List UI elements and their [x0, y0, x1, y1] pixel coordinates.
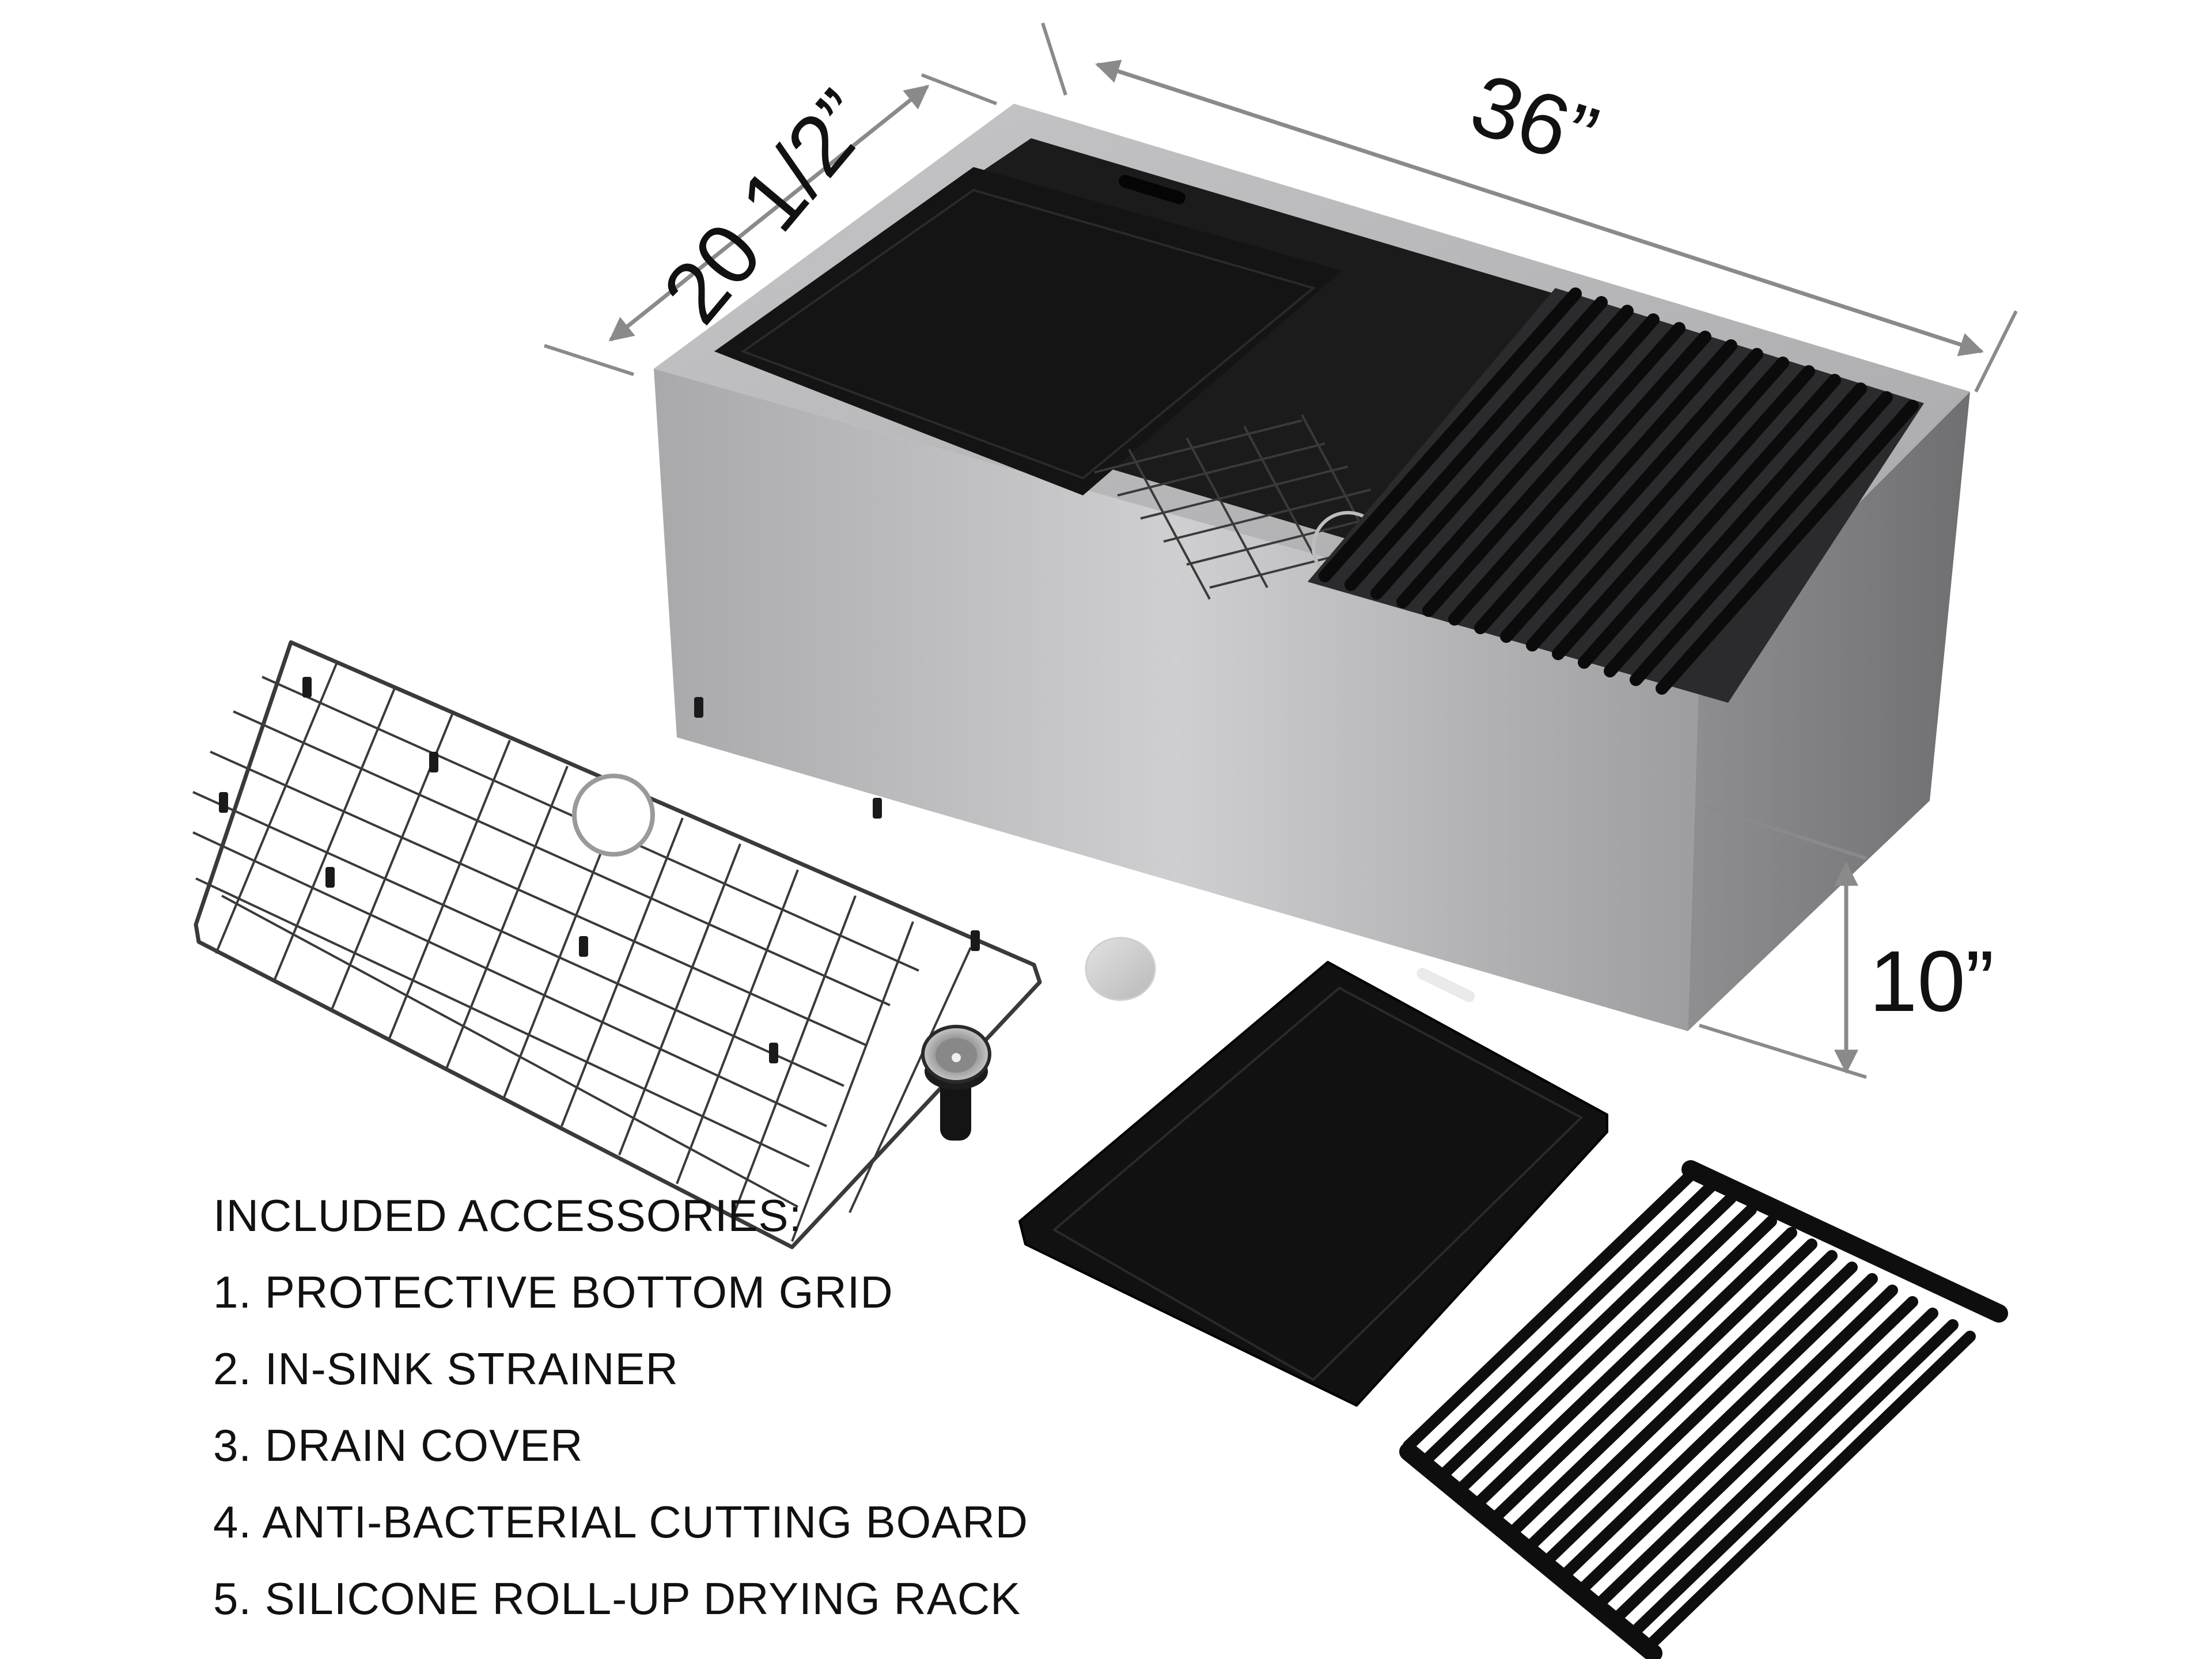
accessory-number: 3.: [213, 1420, 252, 1471]
accessory-item: 3. DRAIN COVER: [213, 1419, 1028, 1472]
accessory-number: 4.: [213, 1497, 252, 1547]
cutting-board-handle-slot: [1416, 968, 1475, 1002]
accessory-label: ANTI-BACTERIAL CUTTING BOARD: [262, 1497, 1028, 1547]
protective-bottom-grid: [192, 640, 1042, 1249]
accessory-number: 5.: [213, 1573, 252, 1624]
accessory-item: 4. ANTI-BACTERIAL CUTTING BOARD: [213, 1496, 1028, 1548]
dimension-height: 10”: [1699, 805, 1994, 1079]
accessory-label: SILICONE ROLL-UP DRYING RACK: [264, 1573, 1021, 1624]
sink-front-apron: [654, 369, 1699, 1031]
width-label: 36”: [1460, 55, 1609, 185]
accessory-number: 1.: [213, 1267, 252, 1317]
accessory-number: 2.: [213, 1343, 252, 1394]
accessory-label: DRAIN COVER: [264, 1420, 584, 1471]
accessory-item: 5. SILICONE ROLL-UP DRYING RACK: [213, 1573, 1028, 1625]
silicone-drying-rack: [1399, 1160, 2008, 1659]
in-sink-strainer: [921, 1025, 991, 1141]
accessory-label: IN-SINK STRAINER: [264, 1343, 679, 1394]
accessory-item: 2. IN-SINK STRAINER: [213, 1343, 1028, 1395]
accessories-list: 1. PROTECTIVE BOTTOM GRID 2. IN-SINK STR…: [213, 1266, 1028, 1625]
drain-cover: [1085, 937, 1156, 1001]
accessories-title: INCLUDED ACCESSORIES:: [213, 1190, 802, 1241]
height-label: 10”: [1869, 933, 1994, 1029]
accessory-item: 1. PROTECTIVE BOTTOM GRID: [213, 1266, 1028, 1319]
grid-drain-opening: [572, 774, 655, 857]
in-sink-drying-rack: [1308, 287, 1924, 703]
sink-right-side: [1688, 392, 1970, 1031]
cutting-board: [1018, 961, 1608, 1407]
included-accessories: INCLUDED ACCESSORIES: 1. PROTECTIVE BOTT…: [213, 1190, 1028, 1649]
accessory-label: PROTECTIVE BOTTOM GRID: [264, 1267, 893, 1317]
